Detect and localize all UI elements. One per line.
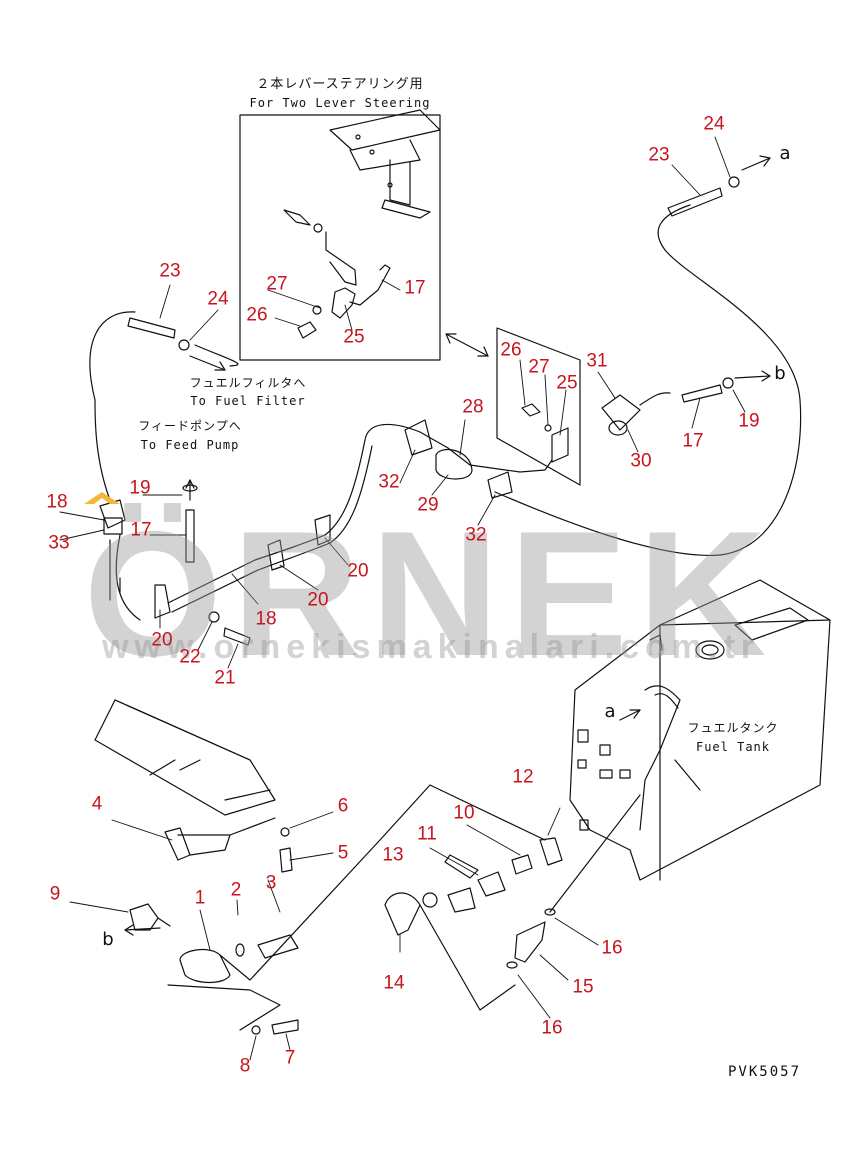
part-label: 17 bbox=[404, 277, 426, 299]
part-label: 26 bbox=[246, 304, 268, 326]
part-label: 12 bbox=[512, 766, 534, 788]
part-label: 3 bbox=[265, 872, 277, 894]
part-label: 21 bbox=[214, 667, 236, 689]
double-arrow bbox=[445, 333, 489, 357]
part-label: 20 bbox=[347, 560, 369, 582]
part-label: 25 bbox=[343, 326, 365, 348]
part-label: 5 bbox=[337, 842, 349, 864]
leader-lines bbox=[59, 136, 746, 1061]
part-label: 16 bbox=[601, 937, 623, 959]
fuel-filter-jp: フュエルフィルタへ bbox=[189, 376, 307, 390]
part-label: 19 bbox=[738, 410, 760, 432]
connector-a-tank: a bbox=[604, 701, 616, 722]
watermark-accent-shape bbox=[84, 492, 120, 504]
fuel-filter-en: To Fuel Filter bbox=[190, 394, 306, 408]
inset-title-en: For Two Lever Steering bbox=[249, 96, 431, 110]
part-label: 30 bbox=[630, 450, 652, 472]
fuel-tank-jp: フュエルタンク bbox=[687, 721, 779, 735]
fuel-tank bbox=[569, 579, 831, 881]
part-label: 28 bbox=[462, 396, 484, 418]
part-label: 33 bbox=[48, 532, 70, 554]
part-label: 32 bbox=[378, 471, 400, 493]
part-label: 17 bbox=[682, 430, 704, 452]
watermark-accent bbox=[84, 492, 120, 504]
part-label: 6 bbox=[337, 795, 349, 817]
part-label: 11 bbox=[417, 823, 437, 845]
part-label: 4 bbox=[91, 793, 103, 815]
part-label: 13 bbox=[382, 844, 404, 866]
part-label: 18 bbox=[255, 608, 277, 630]
part-label: 23 bbox=[159, 260, 181, 282]
connector-a-top: a bbox=[779, 143, 791, 164]
part-label: 19 bbox=[129, 477, 151, 499]
part-label: 26 bbox=[500, 339, 522, 361]
watermark-brand: ÖRNEK bbox=[83, 494, 777, 693]
part-label: 10 bbox=[453, 802, 475, 824]
part-label: 20 bbox=[151, 629, 173, 651]
flow-arrows bbox=[124, 155, 771, 936]
part-label: 7 bbox=[284, 1047, 296, 1069]
part-label: 32 bbox=[465, 524, 487, 546]
part-label: 1 bbox=[194, 887, 206, 909]
part-label: 31 bbox=[586, 350, 608, 372]
bracket-panel bbox=[496, 327, 581, 486]
part-label: 9 bbox=[49, 883, 61, 905]
hose-parts bbox=[99, 176, 740, 646]
part-label: 25 bbox=[556, 372, 578, 394]
part-label: 8 bbox=[239, 1055, 251, 1077]
feed-pump-en: To Feed Pump bbox=[140, 438, 240, 452]
part-label: 18 bbox=[46, 491, 68, 513]
part-label: 22 bbox=[179, 646, 201, 668]
drawing-code: PVK5057 bbox=[728, 1064, 802, 1080]
part-label: 2 bbox=[230, 879, 242, 901]
connector-b-right: b bbox=[774, 363, 786, 384]
feed-pump-jp: フィードポンプへ bbox=[138, 419, 242, 433]
part-label: 14 bbox=[383, 972, 405, 994]
lower-assembly bbox=[94, 699, 641, 1035]
part-label: 20 bbox=[307, 589, 329, 611]
fuel-lines-upper bbox=[89, 204, 802, 621]
inset-frame bbox=[239, 109, 441, 361]
part-label: 24 bbox=[207, 288, 229, 310]
part-label: 29 bbox=[417, 494, 439, 516]
part-label: 27 bbox=[266, 273, 288, 295]
part-label: 15 bbox=[572, 976, 594, 998]
connector-b-lower: b bbox=[102, 929, 114, 950]
part-label: 16 bbox=[541, 1017, 563, 1039]
watermark-url: www.ornekismakinalari.com.tr bbox=[101, 628, 761, 666]
part-label: 24 bbox=[703, 113, 725, 135]
part-label: 27 bbox=[528, 356, 550, 378]
part-label: 23 bbox=[648, 144, 670, 166]
part-label: 17 bbox=[130, 519, 152, 541]
inset-title-jp: ２本レバーステアリング用 bbox=[256, 77, 424, 92]
fuel-tank-en: Fuel Tank bbox=[695, 740, 771, 754]
